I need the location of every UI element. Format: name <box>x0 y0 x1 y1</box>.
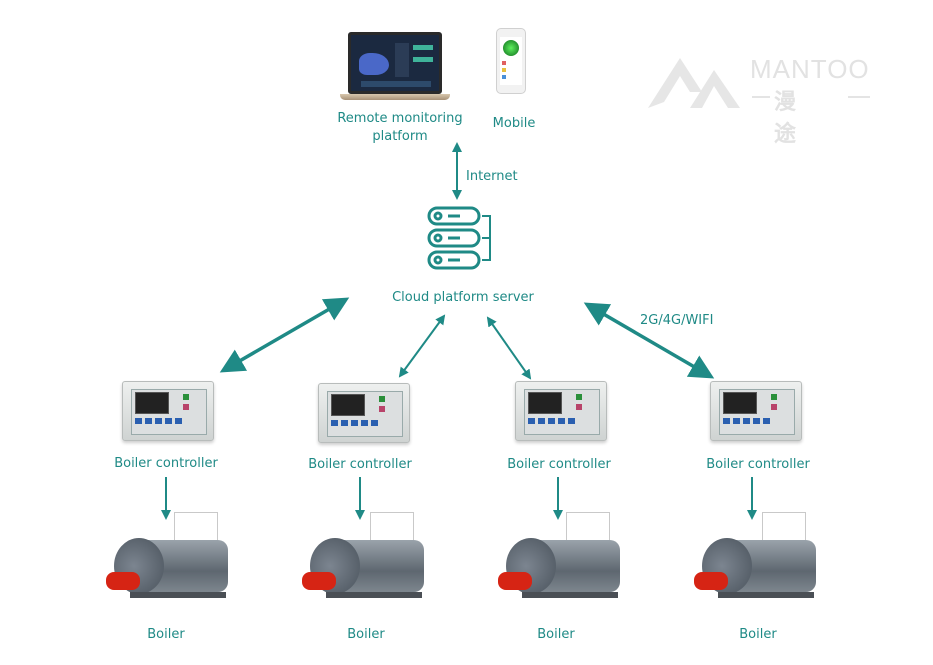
logo-text-en: MANTOO <box>750 54 870 84</box>
remote-platform-label-line2: platform <box>372 129 428 144</box>
link-arrow-3 <box>486 316 532 380</box>
server-stack-icon <box>427 206 491 270</box>
remote-platform-label: Remote monitoring platform <box>330 110 470 146</box>
boiler-label-3: Boiler <box>537 627 575 642</box>
boiler-controller-image-3 <box>515 381 607 441</box>
network-type-label: 2G/4G/WIFI <box>640 313 714 328</box>
mobile-label: Mobile <box>492 116 536 131</box>
link-arrow-1 <box>219 297 350 373</box>
boiler-controller-label-2: Boiler controller <box>308 457 412 472</box>
boiler-controller-label-3: Boiler controller <box>507 457 611 472</box>
logo-text-cn: 漫途 <box>774 90 797 147</box>
boiler-controller-image-4 <box>710 381 802 441</box>
boiler-label-1: Boiler <box>147 627 185 642</box>
cloud-server-label: Cloud platform server <box>392 290 534 305</box>
boiler-label-2: Boiler <box>347 627 385 642</box>
boiler-image-3 <box>496 512 626 607</box>
boiler-image-2 <box>300 512 430 607</box>
link-arrow-2 <box>398 314 446 378</box>
boiler-label-4: Boiler <box>739 627 777 642</box>
china-map-graphic <box>359 53 389 75</box>
laptop-dashboard-image <box>340 32 450 104</box>
boiler-controller-image-1 <box>122 381 214 441</box>
mountain-logo-icon <box>648 58 740 108</box>
remote-platform-label-line1: Remote monitoring <box>337 111 463 126</box>
boiler-controller-label-1: Boiler controller <box>114 456 218 471</box>
link-arrow-4 <box>583 302 715 379</box>
boiler-image-1 <box>104 512 234 607</box>
boiler-controller-label-4: Boiler controller <box>706 457 810 472</box>
mobile-phone-image <box>496 28 526 94</box>
boiler-image-4 <box>692 512 822 607</box>
internet-label: Internet <box>466 169 518 184</box>
boiler-controller-image-2 <box>318 383 410 443</box>
